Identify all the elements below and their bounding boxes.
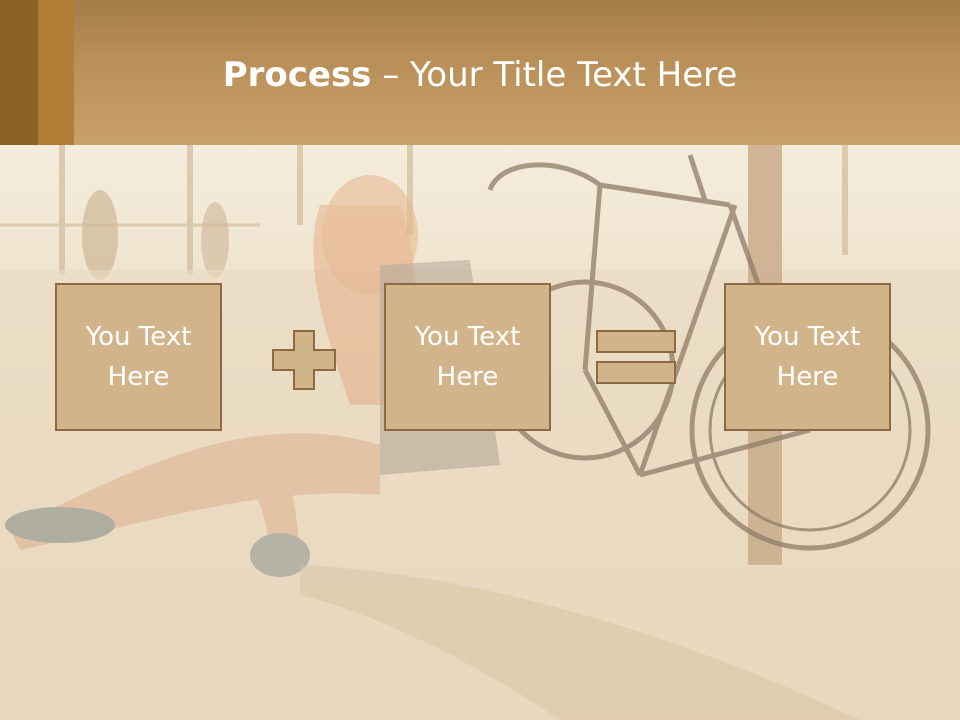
process-box-2[interactable]: You Text Here: [384, 283, 551, 431]
process-box-1-text: You Text Here: [85, 322, 192, 392]
title-bar-accent-dark: [0, 0, 38, 145]
equals-icon: [596, 330, 676, 384]
process-box-3[interactable]: You Text Here: [724, 283, 891, 431]
background-photo: [0, 145, 960, 720]
title-bar: Process – Your Title Text Here: [0, 0, 960, 145]
process-box-1[interactable]: You Text Here: [55, 283, 222, 431]
plus-icon: [272, 330, 336, 390]
slide-title-rest: – Your Title Text Here: [371, 55, 738, 95]
process-box-2-text: You Text Here: [414, 322, 521, 392]
title-bar-accent-mid: [38, 0, 74, 145]
slide-title[interactable]: Process – Your Title Text Here: [0, 52, 960, 98]
slide-title-bold: Process: [222, 55, 372, 95]
process-box-3-text: You Text Here: [754, 322, 861, 392]
